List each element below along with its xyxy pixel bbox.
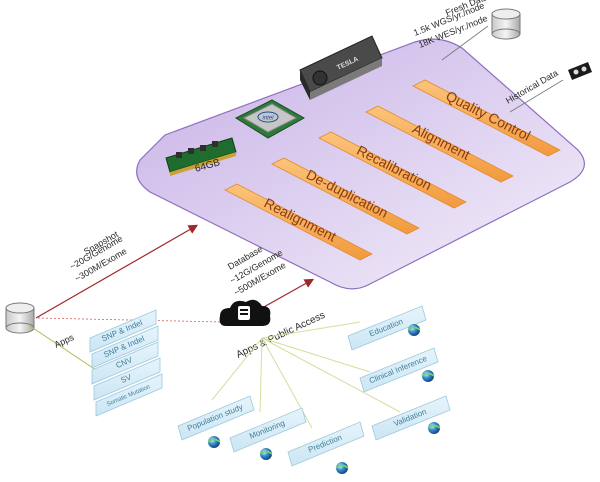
public-app-prediction[interactable]: Prediction bbox=[287, 421, 365, 467]
database-label: Database ~12G/Genome ~500M/Exome bbox=[226, 244, 287, 298]
snapshot-label: Snapshot ~20G/Genome ~300M/Exome bbox=[68, 229, 128, 284]
cpu-label: intel bbox=[262, 116, 274, 122]
ram-module: 64GB bbox=[165, 137, 237, 176]
local-database-icon bbox=[5, 302, 35, 334]
public-app-validation[interactable]: Validation bbox=[371, 395, 451, 441]
db-to-cloud-link bbox=[37, 317, 223, 323]
globe-icon-education bbox=[407, 324, 421, 336]
cpu-chip: intel bbox=[234, 99, 306, 139]
snapshot-arrow bbox=[35, 224, 199, 319]
public-app-clinical-inference[interactable]: Clinical Inference bbox=[359, 347, 439, 393]
tape-archive-icon bbox=[568, 62, 592, 80]
globe-icon-clinical-inference bbox=[421, 370, 435, 382]
globe-icon-validation bbox=[427, 422, 441, 434]
svg-text:SV: SV bbox=[119, 372, 133, 385]
globe-icon-prediction bbox=[335, 462, 349, 474]
cloud-icon bbox=[219, 299, 271, 326]
fresh-data-database-icon bbox=[491, 8, 521, 40]
apps-label: Apps bbox=[53, 332, 76, 350]
app-card-cnv[interactable]: CNV bbox=[91, 341, 159, 385]
apps-connector bbox=[29, 325, 97, 371]
database-arrow bbox=[261, 278, 315, 309]
app-card-sv[interactable]: SV bbox=[93, 357, 161, 401]
platform-panel bbox=[136, 38, 585, 290]
historical-data-connector bbox=[509, 79, 564, 113]
globe-icon-population-study bbox=[207, 436, 221, 448]
fresh-data-connector bbox=[441, 25, 489, 61]
gpu-card: TESLA bbox=[299, 35, 383, 100]
globe-icon-monitoring bbox=[259, 448, 273, 460]
